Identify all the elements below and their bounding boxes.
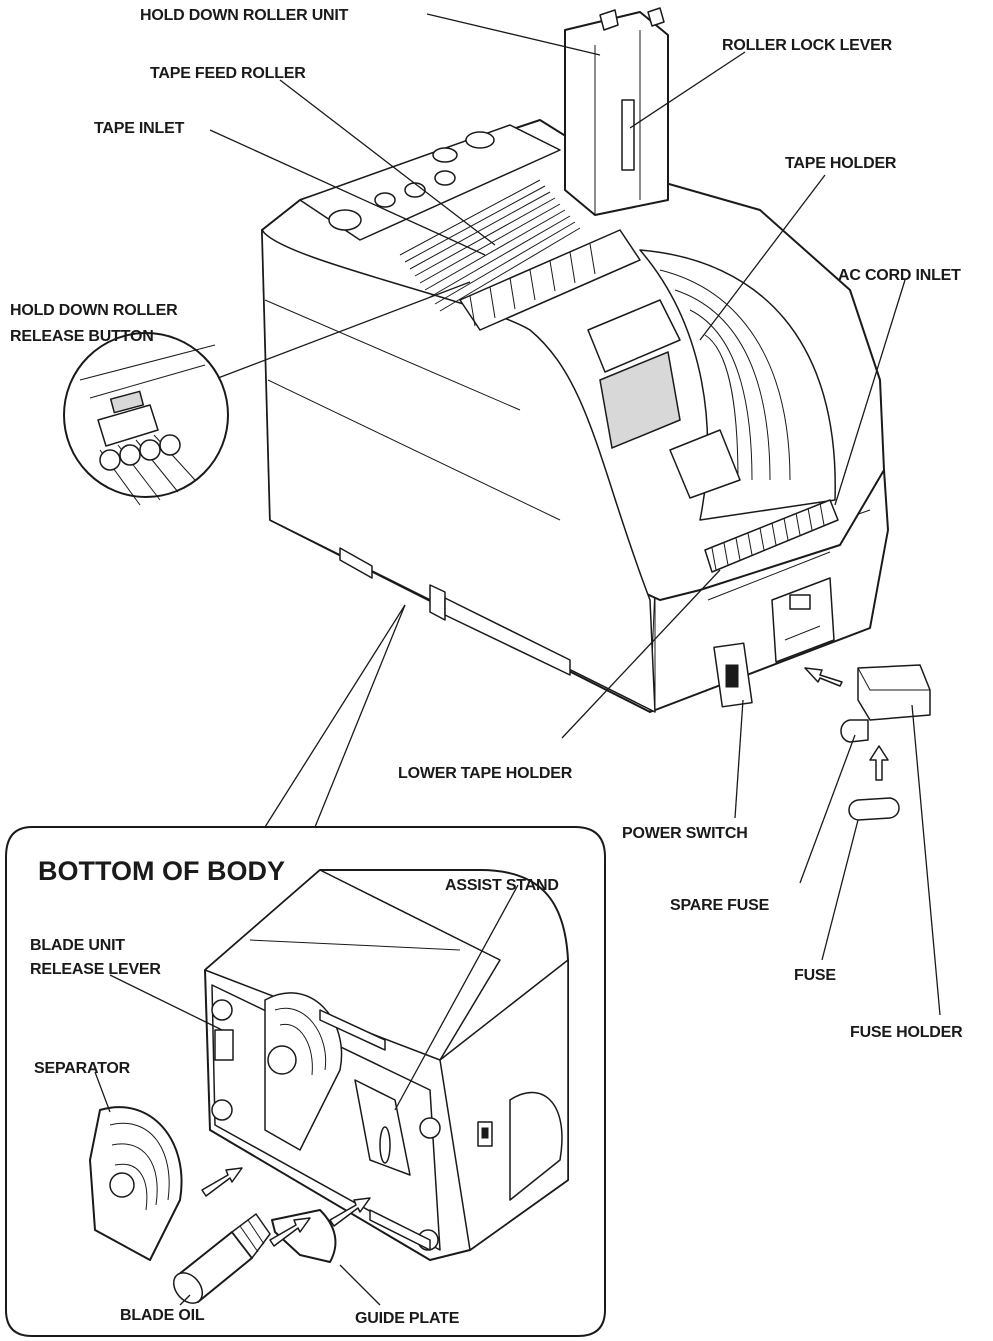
label-tape-inlet: TAPE INLET [94,120,185,137]
label-blade-unit-release-2: RELEASE LEVER [30,961,161,978]
label-ac-cord-inlet: AC CORD INLET [838,267,961,284]
label-guide-plate: GUIDE PLATE [355,1310,460,1327]
label-hold-down-roller-release-2: RELEASE BUTTON [10,328,154,345]
label-power-switch: POWER SWITCH [622,825,748,842]
release-button-detail [63,332,229,506]
label-roller-lock-lever: ROLLER LOCK LEVER [722,37,893,54]
label-blade-unit-release-1: BLADE UNIT [30,937,125,954]
label-hold-down-roller-unit: HOLD DOWN ROLLER UNIT [140,7,349,24]
label-tape-holder: TAPE HOLDER [785,155,897,172]
leader-lines [209,13,941,1016]
label-tape-feed-roller: TAPE FEED ROLLER [150,65,306,82]
label-fuse-holder: FUSE HOLDER [850,1024,963,1041]
label-blade-oil: BLADE OIL [120,1307,205,1324]
label-spare-fuse: SPARE FUSE [670,897,770,914]
label-fuse: FUSE [794,967,836,984]
dispenser-body [261,7,889,713]
label-separator: SEPARATOR [34,1060,131,1077]
label-lower-tape-holder: LOWER TAPE HOLDER [398,765,573,782]
bottom-of-body-inset [5,826,606,1337]
fuse-holder-drawing [804,664,931,821]
inset-title: BOTTOM OF BODY [38,856,285,886]
label-hold-down-roller-release-1: HOLD DOWN ROLLER [10,302,178,319]
label-assist-stand: ASSIST STAND [445,877,559,894]
